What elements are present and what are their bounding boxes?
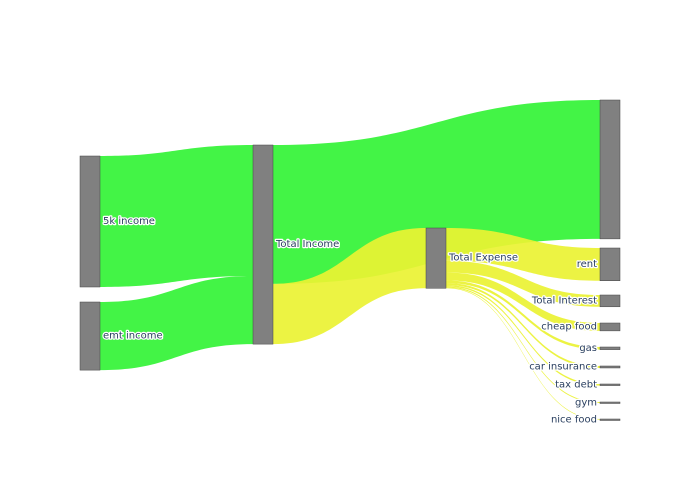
link-n3-n6[interactable] (446, 260, 600, 307)
node-n4[interactable] (599, 99, 621, 240)
label-n3: Total Expense (448, 253, 518, 264)
node-n3[interactable] (425, 227, 447, 289)
node-n5[interactable] (599, 247, 621, 281)
label-n12: nice food (551, 414, 597, 425)
node-n2[interactable] (252, 144, 274, 345)
node-n8[interactable] (599, 346, 621, 350)
link-n2-n3[interactable] (273, 228, 426, 345)
link-n3-n8[interactable] (446, 280, 600, 350)
links-layer (100, 100, 600, 420)
node-n11[interactable] (599, 401, 621, 404)
link-n3-n11[interactable] (446, 286, 600, 404)
link-n3-n10[interactable] (446, 284, 600, 386)
label-n8: gas (579, 343, 597, 354)
label-n0: 5k income (103, 216, 155, 227)
label-n2: Total Income (275, 239, 339, 250)
label-n6: Total Interest (531, 295, 597, 306)
node-n12[interactable] (599, 418, 621, 421)
nodes-layer (79, 99, 621, 421)
label-n1: emt income (103, 331, 163, 342)
node-n6[interactable] (599, 294, 621, 308)
link-n0-n2[interactable] (100, 145, 253, 287)
node-n1[interactable] (79, 301, 101, 371)
link-n3-n12[interactable] (446, 287, 600, 420)
node-n10[interactable] (599, 383, 621, 386)
link-n3-n5[interactable] (446, 228, 600, 281)
label-n10: tax debt (555, 379, 597, 390)
label-n9: car insurance (529, 361, 597, 372)
link-n3-n9[interactable] (446, 283, 600, 368)
node-n0[interactable] (79, 155, 101, 288)
node-n9[interactable] (599, 365, 621, 369)
label-n5: rent (577, 259, 597, 270)
node-n7[interactable] (599, 322, 621, 332)
link-n1-n2[interactable] (100, 276, 253, 371)
label-n11: gym (575, 397, 597, 408)
link-n3-n7[interactable] (446, 272, 600, 331)
label-n7: cheap food (541, 321, 597, 332)
